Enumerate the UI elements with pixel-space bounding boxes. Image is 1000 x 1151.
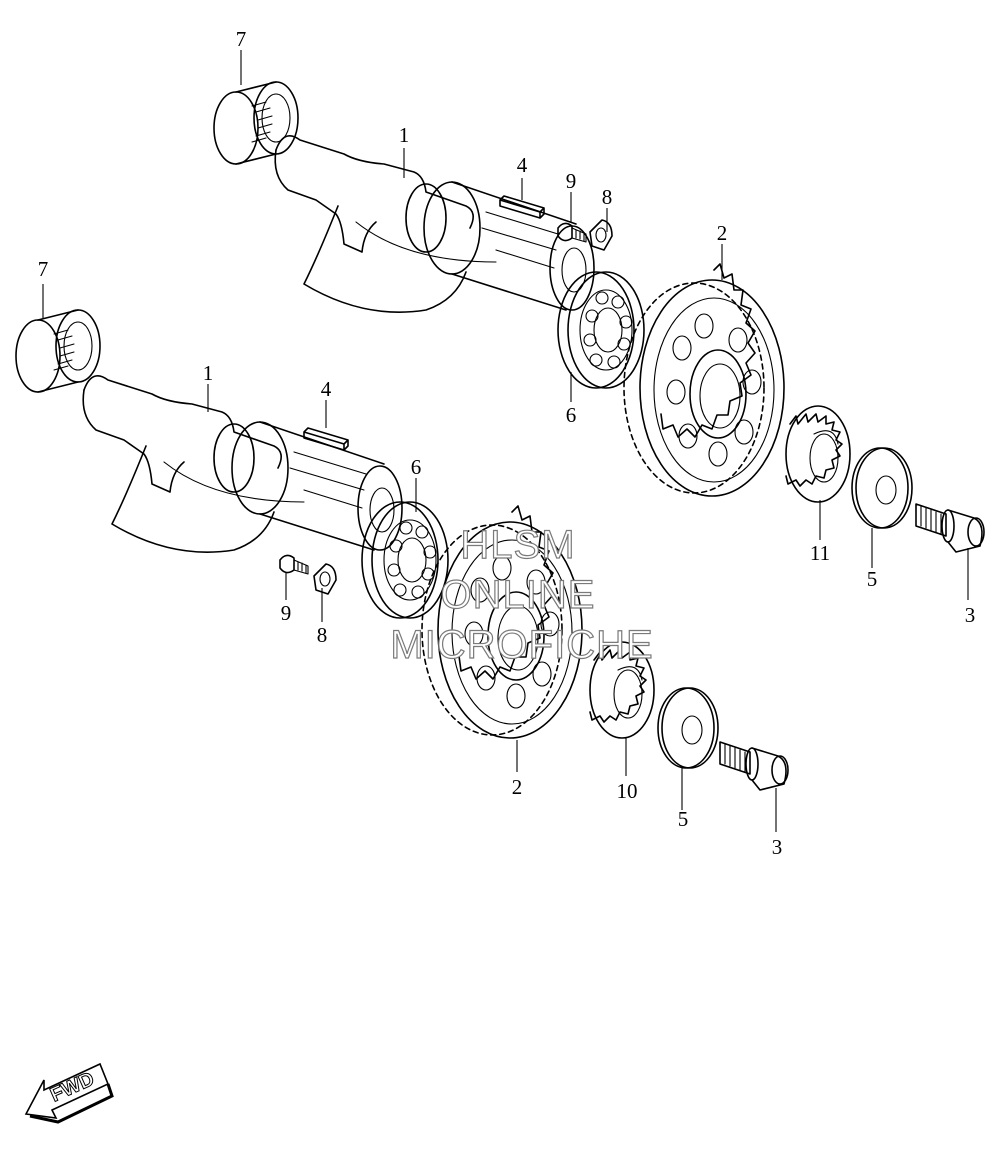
screw-upper xyxy=(557,222,587,243)
ball-bearing-lower xyxy=(361,501,449,619)
callout-shaft-upper: 1 xyxy=(399,123,410,147)
callout-leaders xyxy=(42,50,969,832)
callout-plate-lower: 8 xyxy=(317,623,328,647)
washer-upper xyxy=(851,447,913,529)
callout-drive-gear-upper: 11 xyxy=(810,541,830,565)
callout-screw-upper: 9 xyxy=(566,169,577,193)
callout-plate-upper: 8 xyxy=(602,185,613,209)
callout-key-upper: 4 xyxy=(517,153,528,177)
callout-washer-lower: 5 xyxy=(678,807,689,831)
callout-bearing-lower: 6 xyxy=(411,455,422,479)
needle-bearing-lower xyxy=(15,309,101,393)
callout-shaft-lower: 1 xyxy=(203,361,214,385)
driven-gear-upper xyxy=(623,263,785,497)
callout-key-lower: 4 xyxy=(321,377,332,401)
watermark-line-2: ONLINE xyxy=(441,573,596,617)
bolt-lower xyxy=(719,741,789,791)
washer-lower xyxy=(657,687,719,769)
lock-plate-upper xyxy=(589,219,613,251)
callout-bolt-upper: 3 xyxy=(965,603,976,627)
needle-bearing-upper xyxy=(213,81,299,165)
callout-bearing-upper: 6 xyxy=(566,403,577,427)
callout-bolt-lower: 3 xyxy=(772,835,783,859)
callout-gear-upper: 2 xyxy=(717,221,728,245)
watermark-line-3: MICROFICHE xyxy=(390,623,653,667)
balancer-shaft-lower xyxy=(82,374,403,553)
ball-bearing-upper xyxy=(557,271,645,389)
callout-needle-bearing-upper: 7 xyxy=(236,27,247,51)
callout-drive-gear-lower: 10 xyxy=(617,779,638,803)
callout-gear-lower: 2 xyxy=(512,775,523,799)
screw-lower xyxy=(279,554,309,575)
callout-washer-upper: 5 xyxy=(867,567,878,591)
bolt-upper xyxy=(915,503,985,553)
lock-plate-lower xyxy=(313,563,337,595)
watermark: HLSM ONLINE MICROFICHE xyxy=(390,522,654,667)
fwd-arrow-icon: FWD xyxy=(24,1062,114,1124)
drive-gear-upper xyxy=(785,405,851,503)
balancer-shaft-upper xyxy=(274,134,595,313)
watermark-line-1: HLSM xyxy=(460,523,575,567)
callout-needle-bearing-lower: 7 xyxy=(38,257,49,281)
callout-screw-lower: 9 xyxy=(281,601,292,625)
